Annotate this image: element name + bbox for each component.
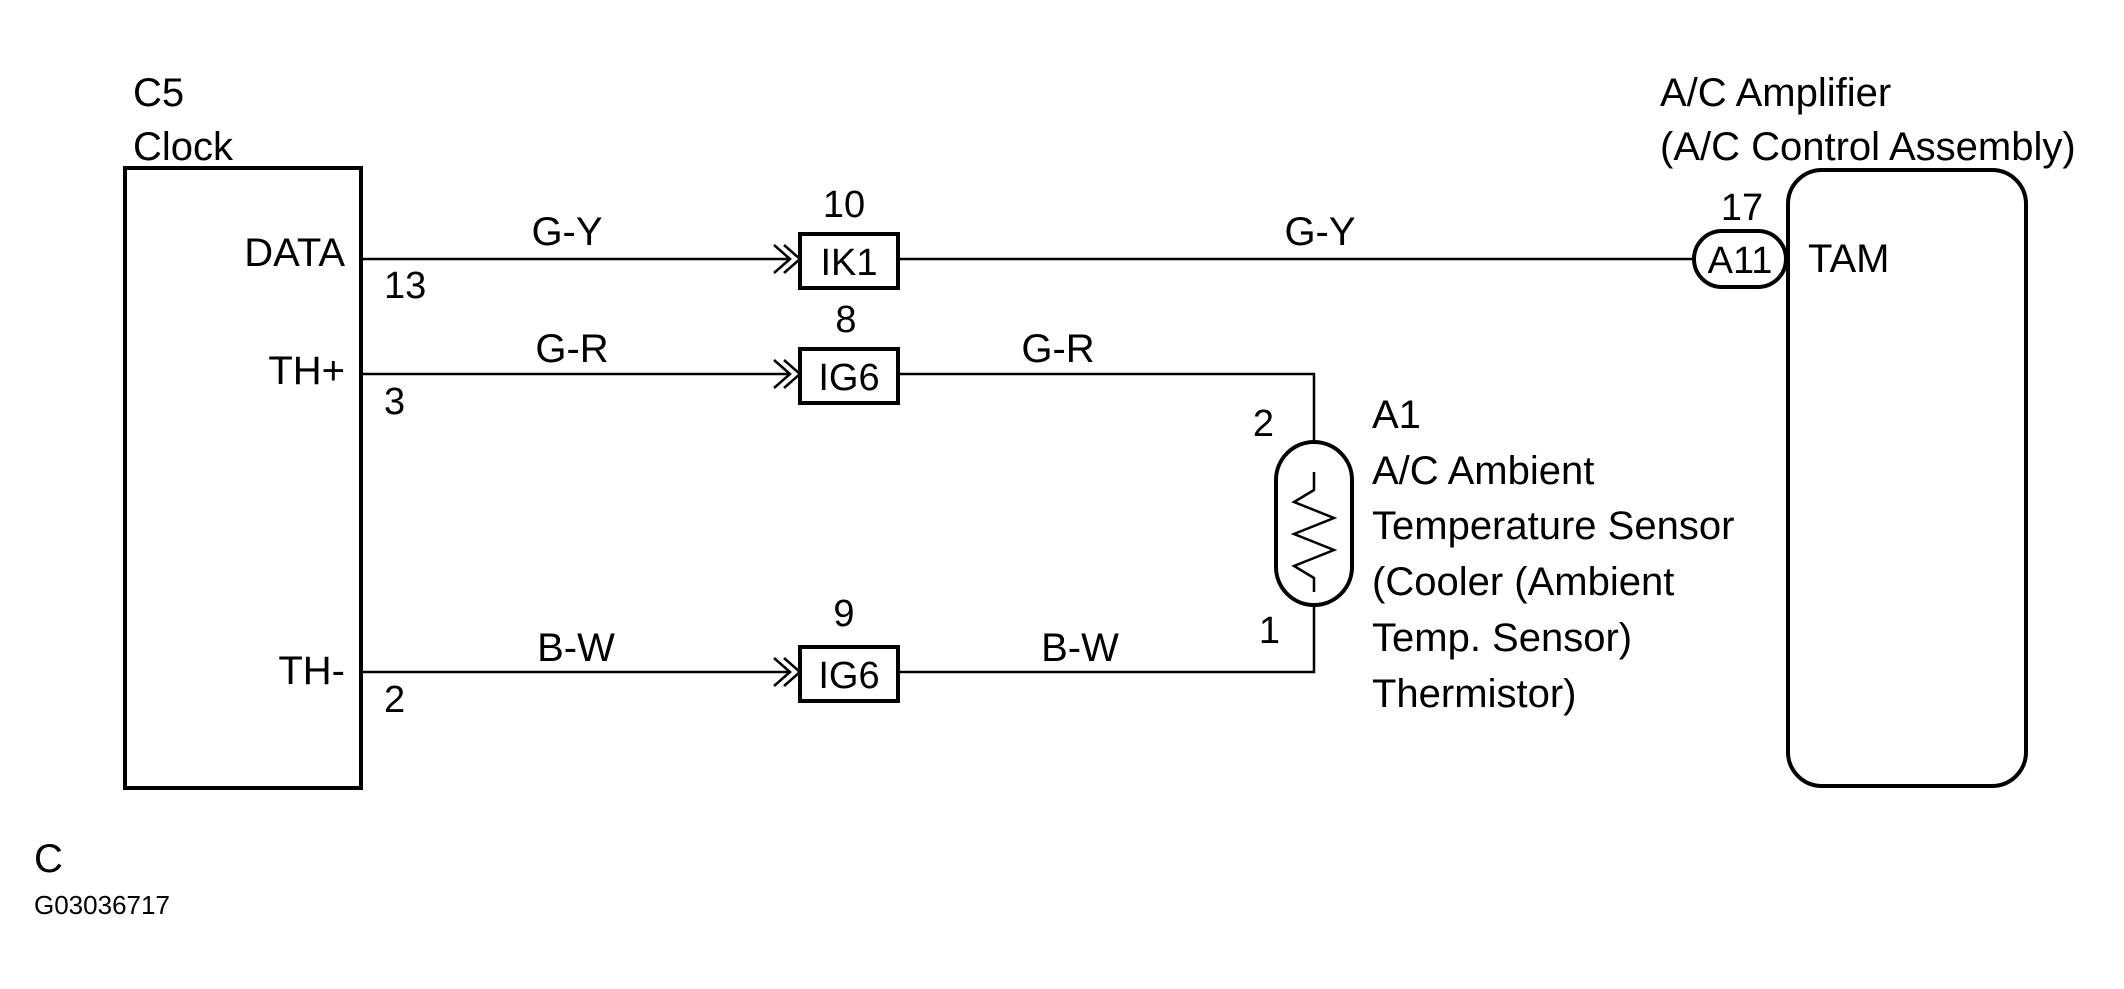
connector-ig6-pin9-box (798, 645, 900, 703)
wire-color-thminus-left: B-W (537, 626, 615, 670)
amplifier-box (1786, 168, 2028, 788)
connector-ik1-label: IK1 (820, 242, 877, 284)
amplifier-subtitle: (A/C Control Assembly) (1660, 125, 2076, 169)
amplifier-title: A/C Amplifier (1660, 71, 1891, 115)
thplus-wire-right-segment (898, 372, 1316, 442)
section-label: C (34, 837, 63, 881)
thminus-wire: B-W B-W (361, 605, 1316, 687)
ambient-temperature-sensor: 2 1 A1 A/C Ambient Temperature Sensor (C… (1253, 393, 1735, 716)
amplifier-terminal-label: TAM (1808, 237, 1889, 281)
sensor-name-line-4: Temp. Sensor) (1372, 616, 1632, 660)
connector-ig6-pin9-number: 9 (833, 593, 854, 635)
sensor-name-line-2: Temperature Sensor (1372, 504, 1734, 548)
figure-code: G03036717 (34, 890, 170, 920)
connector-ig6-pin8: 8 IG6 (798, 299, 900, 405)
amplifier-connector-oval (1692, 229, 1788, 289)
wire-color-thplus-left: G-R (535, 327, 608, 371)
thplus-wire: G-R G-R (361, 327, 1316, 442)
wire-color-data-left: G-Y (531, 210, 602, 254)
connector-ik1-box (798, 232, 900, 290)
sensor-code: A1 (1372, 393, 1421, 437)
sensor-name-line-5: Thermistor) (1372, 672, 1576, 716)
sensor-pin-top: 2 (1253, 403, 1274, 445)
ac-amplifier: A/C Amplifier (A/C Control Assembly) 17 … (1660, 71, 2076, 788)
thermistor-capsule (1274, 440, 1354, 607)
connector-ik1: 10 IK1 (798, 184, 900, 290)
sensor-pin-bottom: 1 (1259, 610, 1280, 652)
amplifier-pin-number: 17 (1721, 187, 1763, 229)
wire-color-thplus-right: G-R (1021, 327, 1094, 371)
connector-ig6-pin9: 9 IG6 (798, 593, 900, 703)
clock-pin-number-3: 3 (384, 381, 405, 423)
connector-ik1-pin: 10 (823, 184, 865, 226)
clock-box (123, 166, 363, 790)
clock-pin-label-thminus: TH- (278, 649, 345, 693)
resistor-zigzag-icon (1290, 472, 1338, 592)
clock-pin-number-2: 2 (384, 679, 405, 721)
thminus-wire-right-segment (898, 605, 1316, 674)
wire-color-data-right: G-Y (1284, 210, 1355, 254)
clock-name: Clock (133, 125, 234, 169)
connector-ig6-pin9-label: IG6 (818, 655, 879, 697)
clock-component: C5 Clock DATA TH+ TH- 13 3 2 (123, 71, 426, 790)
connector-ig6-pin8-box (798, 347, 900, 405)
sensor-name-line-3: (Cooler (Ambient (1372, 560, 1674, 604)
data-wire: G-Y G-Y (361, 210, 1700, 274)
clock-pin-label-thplus: TH+ (268, 349, 345, 393)
clock-code: C5 (133, 71, 184, 115)
footer: C G03036717 (34, 837, 170, 920)
connector-ig6-pin8-label: IG6 (818, 357, 879, 399)
clock-pin-label-data: DATA (244, 231, 345, 275)
clock-pin-number-13: 13 (384, 265, 426, 307)
amplifier-connector-label: A11 (1708, 240, 1773, 282)
connector-ig6-pin8-number: 8 (835, 299, 856, 341)
wire-color-thminus-right: B-W (1041, 626, 1119, 670)
sensor-name-line-1: A/C Ambient (1372, 449, 1594, 493)
